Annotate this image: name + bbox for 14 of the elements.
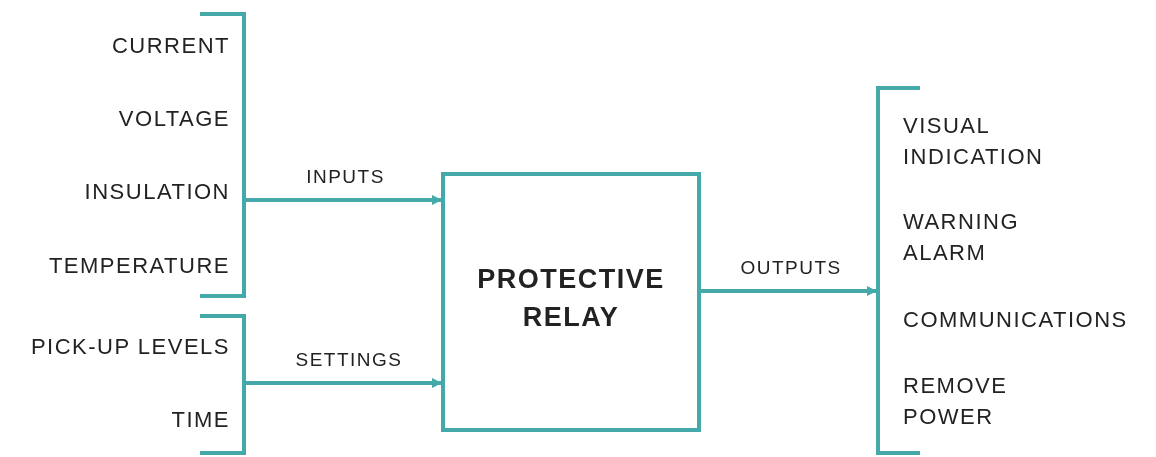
relay-label: PROTECTIVE RELAY [476,263,666,334]
arrow [246,195,442,205]
input-label: PICK-UP LEVELS [29,333,230,361]
input-label: INSULATION [83,178,230,206]
output-label: REMOVE POWER [903,372,1009,431]
input-label: VOLTAGE [117,105,230,133]
arrow [246,378,442,388]
arrow [701,286,877,296]
output-label: VISUAL INDICATION [903,112,1045,171]
input-label: TEMPERATURE [47,252,230,280]
input-label: CURRENT [110,32,230,60]
output-label: COMMUNICATIONS [903,306,1129,334]
input-label: TIME [170,406,230,434]
output-label: WARNING ALARM [903,208,1020,267]
